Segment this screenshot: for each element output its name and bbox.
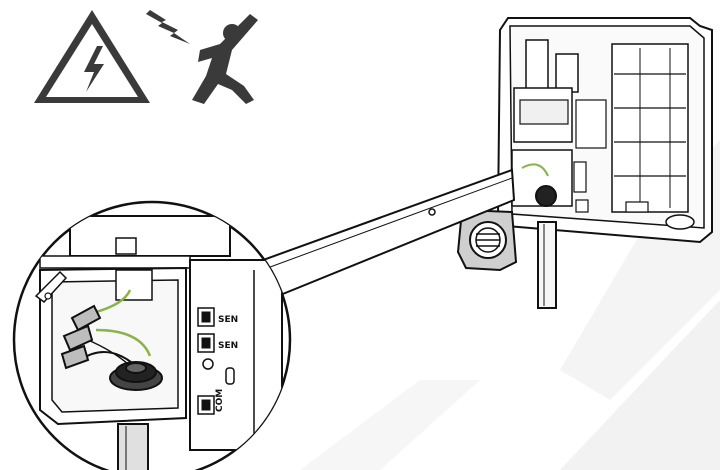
electric-shock-person-icon <box>146 10 258 104</box>
magnified-detail: SEN SEN COM <box>14 202 290 470</box>
sensor-terminal-bottom <box>198 334 214 352</box>
conduit-pipe <box>538 222 556 308</box>
controller-enclosure <box>498 18 712 242</box>
high-voltage-warning-icon <box>34 10 150 103</box>
common-label: COM <box>215 389 225 412</box>
sensor-terminal-top <box>198 308 214 326</box>
common-terminal <box>198 396 214 414</box>
sensor-label-top: SEN <box>218 315 238 325</box>
sensor-label-bottom: SEN <box>218 341 238 351</box>
